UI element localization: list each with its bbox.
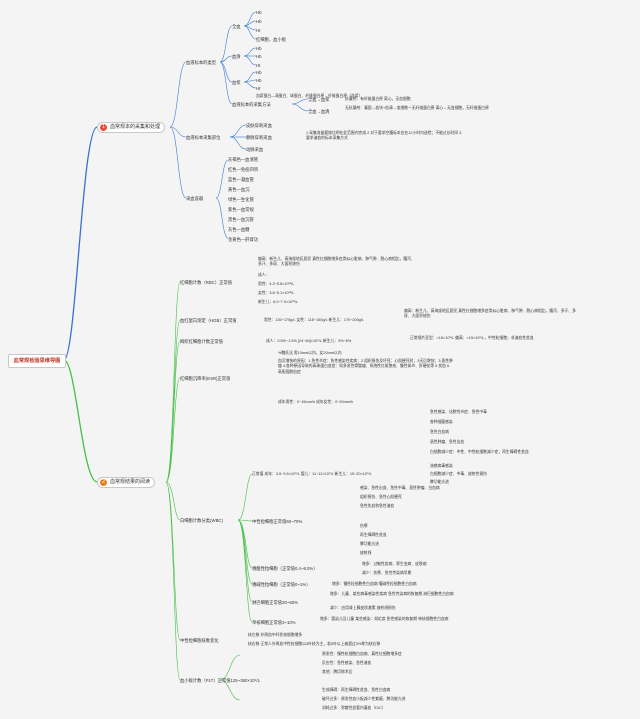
wbc-normal: 正常值 成年：3.5~9.5×10⁹/L 婴儿：11~12×10⁹/L 新生儿：… xyxy=(252,472,372,476)
collection-item: 皮肤穿刺采血 xyxy=(246,123,272,128)
tube-item: 黑色—血沉管 xyxy=(228,217,254,222)
neut-high: 组织损伤、急性心肌梗死 xyxy=(360,495,402,499)
eos-item: 减少：伤寒、急性传染病早期 xyxy=(362,571,412,575)
serum-item: Hb xyxy=(256,54,262,59)
rbc-note: 偏高：新生儿、高海拔地区居民 真性红细胞增多症类似心脏病、肺气肿、脱心病相比，腹… xyxy=(258,257,415,267)
esr-note: %魏氏法 男10mm以内，女20mm以内 xyxy=(278,351,342,355)
wbc-low-item: 脾功能亢进 xyxy=(430,480,449,484)
root-topic[interactable]: 血常规检验思维导图 xyxy=(8,354,66,368)
plasma[interactable]: 血浆 xyxy=(232,80,241,85)
serum-item: Ht xyxy=(256,63,261,68)
tube-item: 金黄色—肝肾功 xyxy=(228,237,259,242)
section-2-label: 血常规结果的阅读 xyxy=(110,479,151,485)
neut-low: 伤寒 xyxy=(360,524,368,528)
neutrophil-shift[interactable]: 中性粒细胞核象变化 xyxy=(180,638,219,643)
wbc-low-item: 流感病毒感染 xyxy=(430,464,453,468)
collection-item: 动脉采血 xyxy=(246,147,264,152)
plasma-item: Hb xyxy=(256,70,262,75)
plt-low: 破坏过多：原发性血小板减少性紫癜、脾功能亢进 xyxy=(322,697,406,701)
whole-blood[interactable]: 全血 xyxy=(232,24,241,29)
mono-note: 增多：婴幼儿及儿童 某些感染：如疟疾 急性感染的恢复期 单核细胞性白血病 xyxy=(320,617,449,621)
rbc-value: 成人： xyxy=(258,273,270,277)
collection-site[interactable]: 血液标本采集部位 xyxy=(186,135,221,140)
hgb-note: 偏高：新生儿、高海拔地区居民 真性红细胞增多症类似心脏病、肺气肿、脱心病相比，腹… xyxy=(404,309,576,319)
tube-item: 黄色—血沉 xyxy=(228,187,250,192)
lymphocyte[interactable]: 淋巴细胞正常值20~50% xyxy=(252,600,298,605)
tube-item: 绿色—生化管 xyxy=(228,197,254,202)
eos-item: 增多：过敏性疾病、寄生虫病、皮肤病 xyxy=(362,562,427,566)
esr-note: 成年男性：0~15mm/h 成年女性：0~20mm/h xyxy=(278,400,354,404)
rbc-value: 男性：4.3~5.8×10¹²/L xyxy=(258,282,295,286)
plasma-note: 血浆蛋白—清蛋白、球蛋白、纤维蛋白原→纤维蛋白原（血浆） xyxy=(256,94,363,98)
plt-high: 反应性：急性感染、急性溶血 xyxy=(322,661,372,665)
sep-whole-to-plasma[interactable]: 全血→血浆 xyxy=(308,97,330,102)
esr-note: 血沉增快的原因：1.急性炎症：急性感染性疾病；2.组织损伤及坏死：心肌梗死时，3… xyxy=(278,359,453,374)
wbc-high-item: 急性感染、化脓性炎症、急性中毒 xyxy=(430,410,487,414)
wbc-high-item: 白细胞减少症：中性、中性粒细胞减少症，再生障碍性贫血 xyxy=(430,450,529,454)
section-2-number: 2 xyxy=(100,479,107,486)
plt-low: 生成障碍：再生障碍性贫血、急性白血病 xyxy=(322,688,391,692)
monocyte[interactable]: 单核细胞正常值3~10% xyxy=(252,620,296,625)
section-1-number: 1 xyxy=(100,124,107,131)
collection-item: 静脉穿刺采血 xyxy=(246,135,272,140)
basophil[interactable]: 嗜碱性粒细胞（正常值0~1%） xyxy=(252,582,311,587)
shift-item: 核左移 外周血中杆状核细胞增多 xyxy=(248,633,303,637)
tube-item: 灰褐色—血清管 xyxy=(228,157,259,162)
hgb-values: 男性：130~175g/L 女性：115~150g/L 新生儿：170~200g… xyxy=(264,318,365,322)
wb-item: Ht xyxy=(256,28,261,33)
wb-item: Hb xyxy=(256,10,262,15)
neut-low: 脾功能亢进 xyxy=(360,542,379,546)
plasma-item: Hb xyxy=(256,78,262,83)
tube-item: 紫色—血常规 xyxy=(228,207,254,212)
section-1-label: 血常规本的采集和处理 xyxy=(110,124,161,130)
tube-item: 蓝色—凝血管 xyxy=(228,177,254,182)
blood-containers[interactable]: 采血容器 xyxy=(186,196,204,201)
ret-values: 成人：0.5%~1.5% [24~84]×10⁹/L 新生儿：3%~6% xyxy=(266,339,352,343)
sep2-desc: 无抗凝剂：凝固→血块+血清→血细胞一无纤维蛋白原 离心→无血细胞，无纤维蛋白原 xyxy=(345,106,489,110)
plt-high: 原发性：慢性粒细胞白血病、真性红细胞增多症 xyxy=(322,652,402,656)
wb-item: 红细胞、血小板 xyxy=(256,37,287,42)
wbc-high-item: 急性白血病 xyxy=(430,430,449,434)
lymph-item: 减少：应用肾上腺皮质激素 放射线损伤 xyxy=(330,606,396,610)
serum[interactable]: 血清 xyxy=(232,54,241,59)
eosinophil[interactable]: 嗜酸性粒细胞（正常值0.4~8.0%） xyxy=(252,566,318,571)
esr[interactable]: 红细胞沉降率(ESR)正常值 xyxy=(180,376,231,381)
tube-item: 灰色—血糖 xyxy=(228,227,250,232)
rbc-value: 新生儿：6.0~7.0×10¹²/L xyxy=(258,300,299,304)
neut-low: 再生障碍性贫血 xyxy=(360,533,387,537)
blood-specimen-types[interactable]: 血液标本的类型 xyxy=(186,60,217,65)
hgb-test[interactable]: 血红蛋白测定（HGB）正常值 xyxy=(180,318,237,323)
plt-high: 其他：脾切除术后 xyxy=(322,670,353,674)
baso-note: 增多：慢性粒细胞性白血病 嗜碱性粒细胞性白血病 xyxy=(332,582,417,586)
neut-high: 感染、急性出血、急性中毒、恶性肿瘤、白血病 xyxy=(360,486,440,490)
root-to-section1 xyxy=(63,126,98,361)
ret-note: 正常细片亚型：<15×10⁹/L 偏高：<15×10⁹/L，中性粒细胞；非溶血性… xyxy=(410,336,534,340)
wbc-low-item: 白细胞减少症、中毒、放射性损伤 xyxy=(430,472,487,476)
rbc-count[interactable]: 红细胞计数（RBC）正常值 xyxy=(180,280,233,285)
wbc-high-item: 各种细菌感染 xyxy=(430,420,453,424)
separation-method[interactable]: 血液标本的采集方法 xyxy=(232,102,271,107)
wbc-count[interactable]: 白细胞计数分类(WBC) xyxy=(180,518,223,523)
collection-note: 1.采集血量要按比例在此范围内完成 2.对于要求空腹标本应在12小时内送检；不能… xyxy=(306,131,463,141)
neut-high: 急性失血和急性溶血 xyxy=(360,504,395,508)
lymph-item: 增多：儿童、某些病毒感染性疾病 急性传染病的恢复期 淋巴细胞性白血病 xyxy=(330,592,454,596)
rbc-value: 女性：3.8~5.1×10¹²/L xyxy=(258,291,295,295)
tube-item: 红色—免疫四项 xyxy=(228,167,259,172)
neutrophil[interactable]: 中性粒细胞正常值50~70% xyxy=(252,519,303,524)
neut-low: 放射线 xyxy=(360,551,372,555)
reticulocyte-count[interactable]: 网织红细胞计数正常值 xyxy=(180,339,223,344)
plt-low: 消耗过多：弥散性血管内凝血（DIC） xyxy=(322,706,386,710)
sep1-desc: 抗凝剂：有纤维蛋白原 离心，无血细胞 xyxy=(345,97,411,101)
sep-whole-to-serum[interactable]: 全血→血清 xyxy=(308,109,330,114)
root-to-section2 xyxy=(63,359,98,483)
wb-item: Hb xyxy=(256,19,262,24)
plasma-item: Ht xyxy=(256,86,261,91)
wbc-high-item: 恶性肿瘤、急性出血 xyxy=(430,440,465,444)
platelet-count[interactable]: 血小板计数（PLT）正常值125~350×10⁹/L xyxy=(180,678,261,683)
shift-item: 核右移 正常人外周血中性粒细胞以3叶核为主，若5叶以上者超过3%称为核右移 xyxy=(248,642,381,646)
serum-item: Hb xyxy=(256,46,262,51)
